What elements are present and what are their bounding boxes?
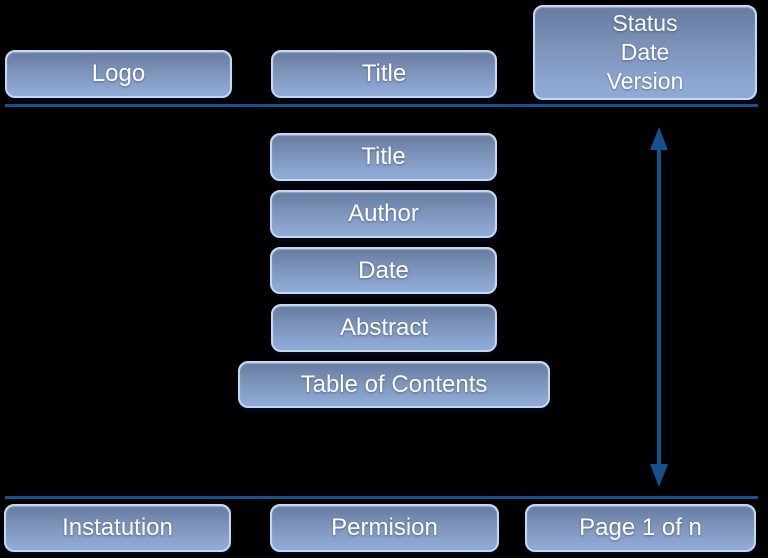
- table-of-contents-box: Table of Contents: [238, 361, 550, 408]
- permission-label: Permision: [331, 514, 438, 541]
- institution-label: Instatution: [62, 514, 173, 541]
- header-title-label: Title: [361, 60, 407, 87]
- date-box: Date: [270, 247, 497, 294]
- table-of-contents-label: Table of Contents: [300, 370, 488, 398]
- status-date-version-box: Status Date Version: [533, 5, 757, 100]
- footer-divider-line: [5, 496, 758, 499]
- header-title-box: Title: [271, 50, 497, 98]
- arrow-down-icon: [650, 464, 668, 487]
- status-label: Status: [612, 10, 678, 36]
- author-label: Author: [348, 200, 419, 227]
- logo-box: Logo: [5, 50, 232, 98]
- body-title-box: Title: [270, 133, 497, 181]
- page-number-label: Page 1 of n: [579, 514, 702, 541]
- header-divider-line: [5, 104, 758, 107]
- date-box-label: Date: [358, 256, 409, 284]
- abstract-label: Abstract: [339, 314, 429, 341]
- date-label: Date: [620, 39, 670, 65]
- institution-box: Instatution: [4, 504, 231, 552]
- page-number-box: Page 1 of n: [525, 504, 756, 552]
- permission-box: Permision: [270, 504, 499, 552]
- logo-label: Logo: [91, 60, 146, 87]
- arrow-shaft: [657, 147, 661, 467]
- version-label: Version: [606, 68, 684, 94]
- abstract-box: Abstract: [271, 304, 497, 352]
- arrow-up-icon: [650, 127, 668, 150]
- body-title-label: Title: [361, 143, 406, 170]
- author-box: Author: [270, 190, 497, 238]
